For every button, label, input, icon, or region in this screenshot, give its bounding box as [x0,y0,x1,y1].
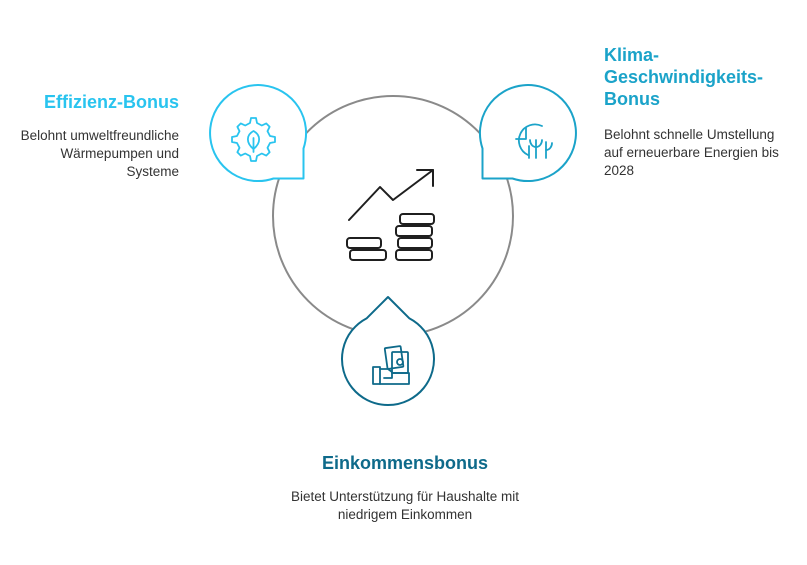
climate-speed-marker [478,84,577,183]
rising-coins-icon [346,169,435,261]
income-bonus-description: Bietet Unterstützung für Haushalte mit n… [290,489,520,522]
efficiency-marker [209,84,308,183]
central-circle [272,95,514,337]
income-marker [341,296,435,407]
income-bonus-title: Einkommensbonus [321,453,489,473]
leaf-gear-icon [231,117,276,162]
clock-plant-icon [515,123,553,159]
hand-money-icon [372,345,410,385]
efficiency-bonus-title: Effizienz-Bonus [44,92,179,112]
climate-speed-bonus-description: Belohnt schnelle Umstellung auf erneuerb… [604,127,779,178]
efficiency-bonus-description: Belohnt umweltfreundliche Wärmepumpen un… [20,128,179,179]
climate-speed-bonus-title: Klima-Geschwindigkeits-Bonus [604,45,764,109]
